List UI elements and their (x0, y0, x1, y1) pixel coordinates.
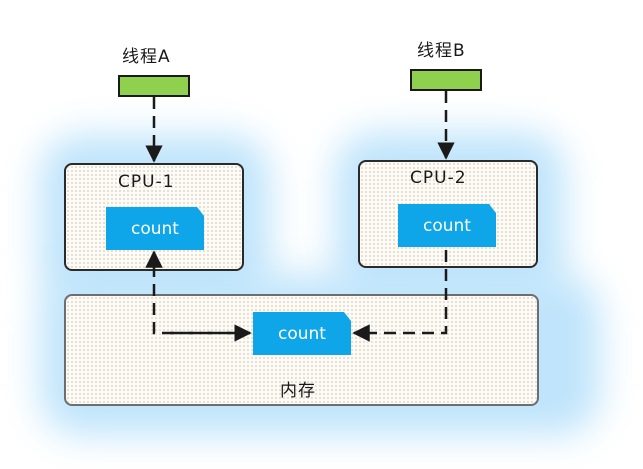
cpu-2-to-memory-arrow (352, 250, 448, 342)
thread-a-bar (118, 75, 190, 97)
thread-a-label: 线程A (122, 47, 171, 67)
thread-b-label: 线程B (417, 41, 466, 61)
memory-count-block: count (253, 312, 351, 355)
memory-label: 内存 (280, 381, 316, 401)
cpu-2-count-block: count (398, 204, 496, 247)
thread-b-bar (410, 69, 482, 91)
memory-to-cpu-1-arrow (145, 250, 250, 335)
cpu-2-label: CPU-2 (410, 168, 467, 188)
cpu-1-count-block: count (106, 207, 204, 250)
cpu-1-label: CPU-1 (118, 172, 175, 192)
